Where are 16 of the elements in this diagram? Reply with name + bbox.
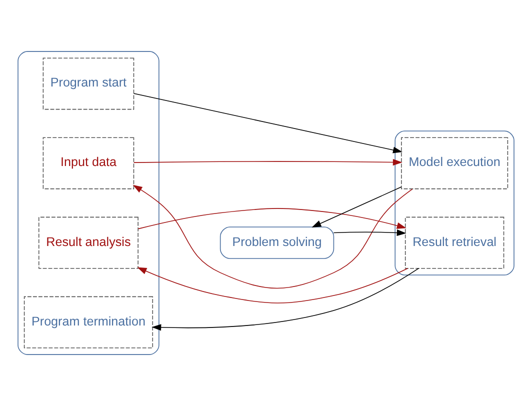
- node-box: Model execution: [401, 136, 508, 189]
- cluster: [18, 50, 160, 354]
- node-box: Result analysis: [38, 216, 138, 268]
- arrow: [133, 158, 402, 166]
- arrow: [134, 92, 402, 153]
- arrow: [312, 186, 402, 227]
- arrow: [152, 267, 420, 330]
- arrow: [138, 208, 406, 229]
- node-box: Problem solving: [220, 226, 334, 258]
- arrow: [333, 228, 406, 236]
- node-box: Program start: [42, 57, 134, 110]
- node-box: Result retrieval: [404, 216, 504, 268]
- arrow: [137, 266, 408, 303]
- node-box: Input data: [42, 136, 134, 189]
- node-box: Program termination: [24, 296, 154, 348]
- arrow: [132, 184, 413, 288]
